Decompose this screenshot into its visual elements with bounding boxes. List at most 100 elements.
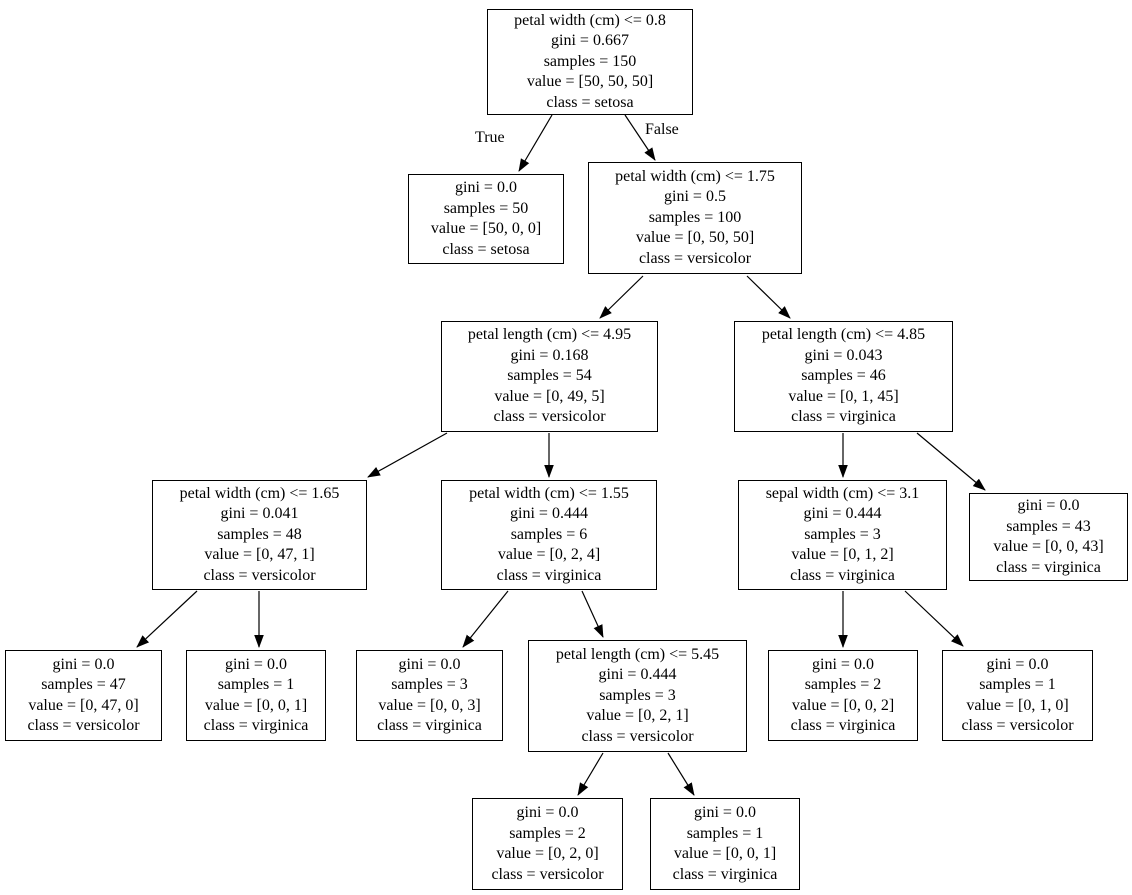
node-condition: petal width (cm) <= 1.55 <box>469 484 629 502</box>
node-samples: samples = 3 <box>391 676 468 693</box>
edge-to-petal-length-4.85 <box>746 275 791 319</box>
node-condition: sepal width (cm) <= 3.1 <box>765 484 920 502</box>
tree-node-leaf-setosa-50: gini = 0.0 samples = 50 value = [50, 0, … <box>408 174 564 264</box>
node-samples: samples = 2 <box>509 824 586 842</box>
node-gini: gini = 0.0 <box>986 655 1049 673</box>
node-value: value = [0, 0, 3] <box>378 696 481 714</box>
node-condition: petal width (cm) <= 0.8 <box>514 11 666 29</box>
node-samples: samples = 48 <box>217 525 302 543</box>
node-samples: samples = 1 <box>979 676 1056 693</box>
node-samples: samples = 3 <box>804 525 881 543</box>
node-class: class = virginica <box>791 408 896 426</box>
edge-root-to-setosa-leaf <box>518 114 553 172</box>
node-value: value = [0, 47, 1] <box>204 546 315 564</box>
tree-node-leaf-virginica-3: gini = 0.0 samples = 3 value = [0, 0, 3]… <box>356 650 503 741</box>
edge-to-leaf-versicolor-1 <box>904 590 964 647</box>
node-gini: gini = 0.0 <box>225 655 287 673</box>
node-condition: petal width (cm) <= 1.65 <box>179 484 340 502</box>
tree-node-petal-length-4.85: petal length (cm) <= 4.85 gini = 0.043 s… <box>734 321 953 432</box>
tree-node-leaf-versicolor-47: gini = 0.0 samples = 47 value = [0, 47, … <box>5 650 162 741</box>
node-class: class = virginica <box>496 566 602 584</box>
node-gini: gini = 0.168 <box>510 346 589 364</box>
node-class: class = virginica <box>203 717 309 734</box>
node-samples: samples = 150 <box>543 52 637 70</box>
tree-node-leaf-virginica-1: gini = 0.0 samples = 1 value = [0, 0, 1]… <box>186 650 326 741</box>
node-value: value = [0, 1, 0] <box>966 696 1069 714</box>
node-gini: gini = 0.667 <box>551 32 629 50</box>
node-class: class = virginica <box>790 566 895 584</box>
node-class: class = setosa <box>546 93 634 111</box>
node-class: class = virginica <box>790 717 896 734</box>
edge-to-petal-length-5.45 <box>581 590 604 638</box>
node-value: value = [0, 0, 2] <box>791 696 895 714</box>
edge-to-leaf-virginica-1b <box>667 752 695 796</box>
node-samples: samples = 43 <box>1006 517 1091 535</box>
node-class: class = setosa <box>442 240 530 258</box>
node-gini: gini = 0.041 <box>220 505 299 523</box>
node-samples: samples = 100 <box>648 208 742 226</box>
node-condition: petal width (cm) <= 1.75 <box>615 167 775 185</box>
node-gini: gini = 0.444 <box>510 505 588 523</box>
node-value: value = [0, 1, 2] <box>791 546 894 564</box>
node-value: value = [0, 47, 0] <box>28 696 139 714</box>
node-gini: gini = 0.444 <box>803 505 882 523</box>
node-class: class = versicolor <box>961 717 1074 734</box>
node-class: class = virginica <box>672 865 778 883</box>
node-class: class = versicolor <box>581 727 694 745</box>
edge-to-leaf-virginica-3 <box>462 590 509 648</box>
edge-to-leaf-versicolor-2 <box>577 752 604 796</box>
node-samples: samples = 46 <box>801 367 886 385</box>
node-samples: samples = 6 <box>510 525 588 543</box>
node-value: value = [0, 2, 4] <box>497 546 601 564</box>
node-value: value = [50, 50, 50] <box>526 73 654 91</box>
tree-node-petal-width-1.65: petal width (cm) <= 1.65 gini = 0.041 sa… <box>152 480 367 590</box>
edge-to-petal-length-4.95 <box>599 275 644 319</box>
node-gini: gini = 0.0 <box>516 804 579 821</box>
node-gini: gini = 0.5 <box>664 188 726 206</box>
node-class: class = versicolor <box>638 249 752 267</box>
node-gini: gini = 0.0 <box>1017 497 1080 514</box>
node-samples: samples = 47 <box>41 676 126 693</box>
node-samples: samples = 3 <box>599 686 676 704</box>
node-class: class = versicolor <box>203 566 316 584</box>
node-value: value = [0, 49, 5] <box>494 387 605 405</box>
node-value: value = [50, 0, 0] <box>430 220 542 237</box>
tree-node-sepal-width-3.1: sepal width (cm) <= 3.1 gini = 0.444 sam… <box>738 480 947 590</box>
node-value: value = [0, 0, 1] <box>204 696 308 714</box>
node-gini: gini = 0.0 <box>694 804 756 821</box>
node-gini: gini = 0.444 <box>598 666 677 684</box>
node-condition: petal length (cm) <= 5.45 <box>555 645 720 663</box>
node-class: class = versicolor <box>27 717 140 734</box>
tree-node-leaf-versicolor-1: gini = 0.0 samples = 1 value = [0, 1, 0]… <box>942 650 1093 741</box>
node-value: value = [0, 2, 1] <box>586 707 689 725</box>
node-samples: samples = 54 <box>507 367 592 385</box>
tree-node-petal-length-5.45: petal length (cm) <= 5.45 gini = 0.444 s… <box>528 640 747 752</box>
node-class: class = virginica <box>996 558 1101 576</box>
node-gini: gini = 0.0 <box>455 179 517 196</box>
node-value: value = [0, 0, 43] <box>993 538 1104 555</box>
tree-node-leaf-virginica-1b: gini = 0.0 samples = 1 value = [0, 0, 1]… <box>650 798 800 890</box>
node-value: value = [0, 2, 0] <box>496 845 599 862</box>
node-gini: gini = 0.043 <box>804 346 883 364</box>
node-condition: petal length (cm) <= 4.85 <box>761 326 926 344</box>
node-samples: samples = 50 <box>443 199 529 217</box>
tree-node-leaf-virginica-2: gini = 0.0 samples = 2 value = [0, 0, 2]… <box>768 650 918 741</box>
edge-to-leaf-virginica-43 <box>916 432 986 491</box>
node-samples: samples = 1 <box>686 824 764 842</box>
node-gini: gini = 0.0 <box>52 655 115 673</box>
node-gini: gini = 0.0 <box>812 655 874 673</box>
edge-root-to-petal-width-1.75 <box>624 114 656 161</box>
node-value: value = [0, 50, 50] <box>635 229 755 247</box>
tree-node-leaf-versicolor-2: gini = 0.0 samples = 2 value = [0, 2, 0]… <box>472 798 623 890</box>
edge-label-false: False <box>645 121 679 138</box>
node-class: class = versicolor <box>491 865 604 883</box>
edge-to-petal-width-1.65 <box>367 432 448 478</box>
node-value: value = [0, 1, 45] <box>788 387 899 405</box>
tree-node-leaf-virginica-43: gini = 0.0 samples = 43 value = [0, 0, 4… <box>969 493 1128 581</box>
node-samples: samples = 1 <box>217 676 295 693</box>
node-value: value = [0, 0, 1] <box>673 845 777 862</box>
edge-label-true: True <box>475 129 505 146</box>
node-class: class = virginica <box>377 717 482 734</box>
